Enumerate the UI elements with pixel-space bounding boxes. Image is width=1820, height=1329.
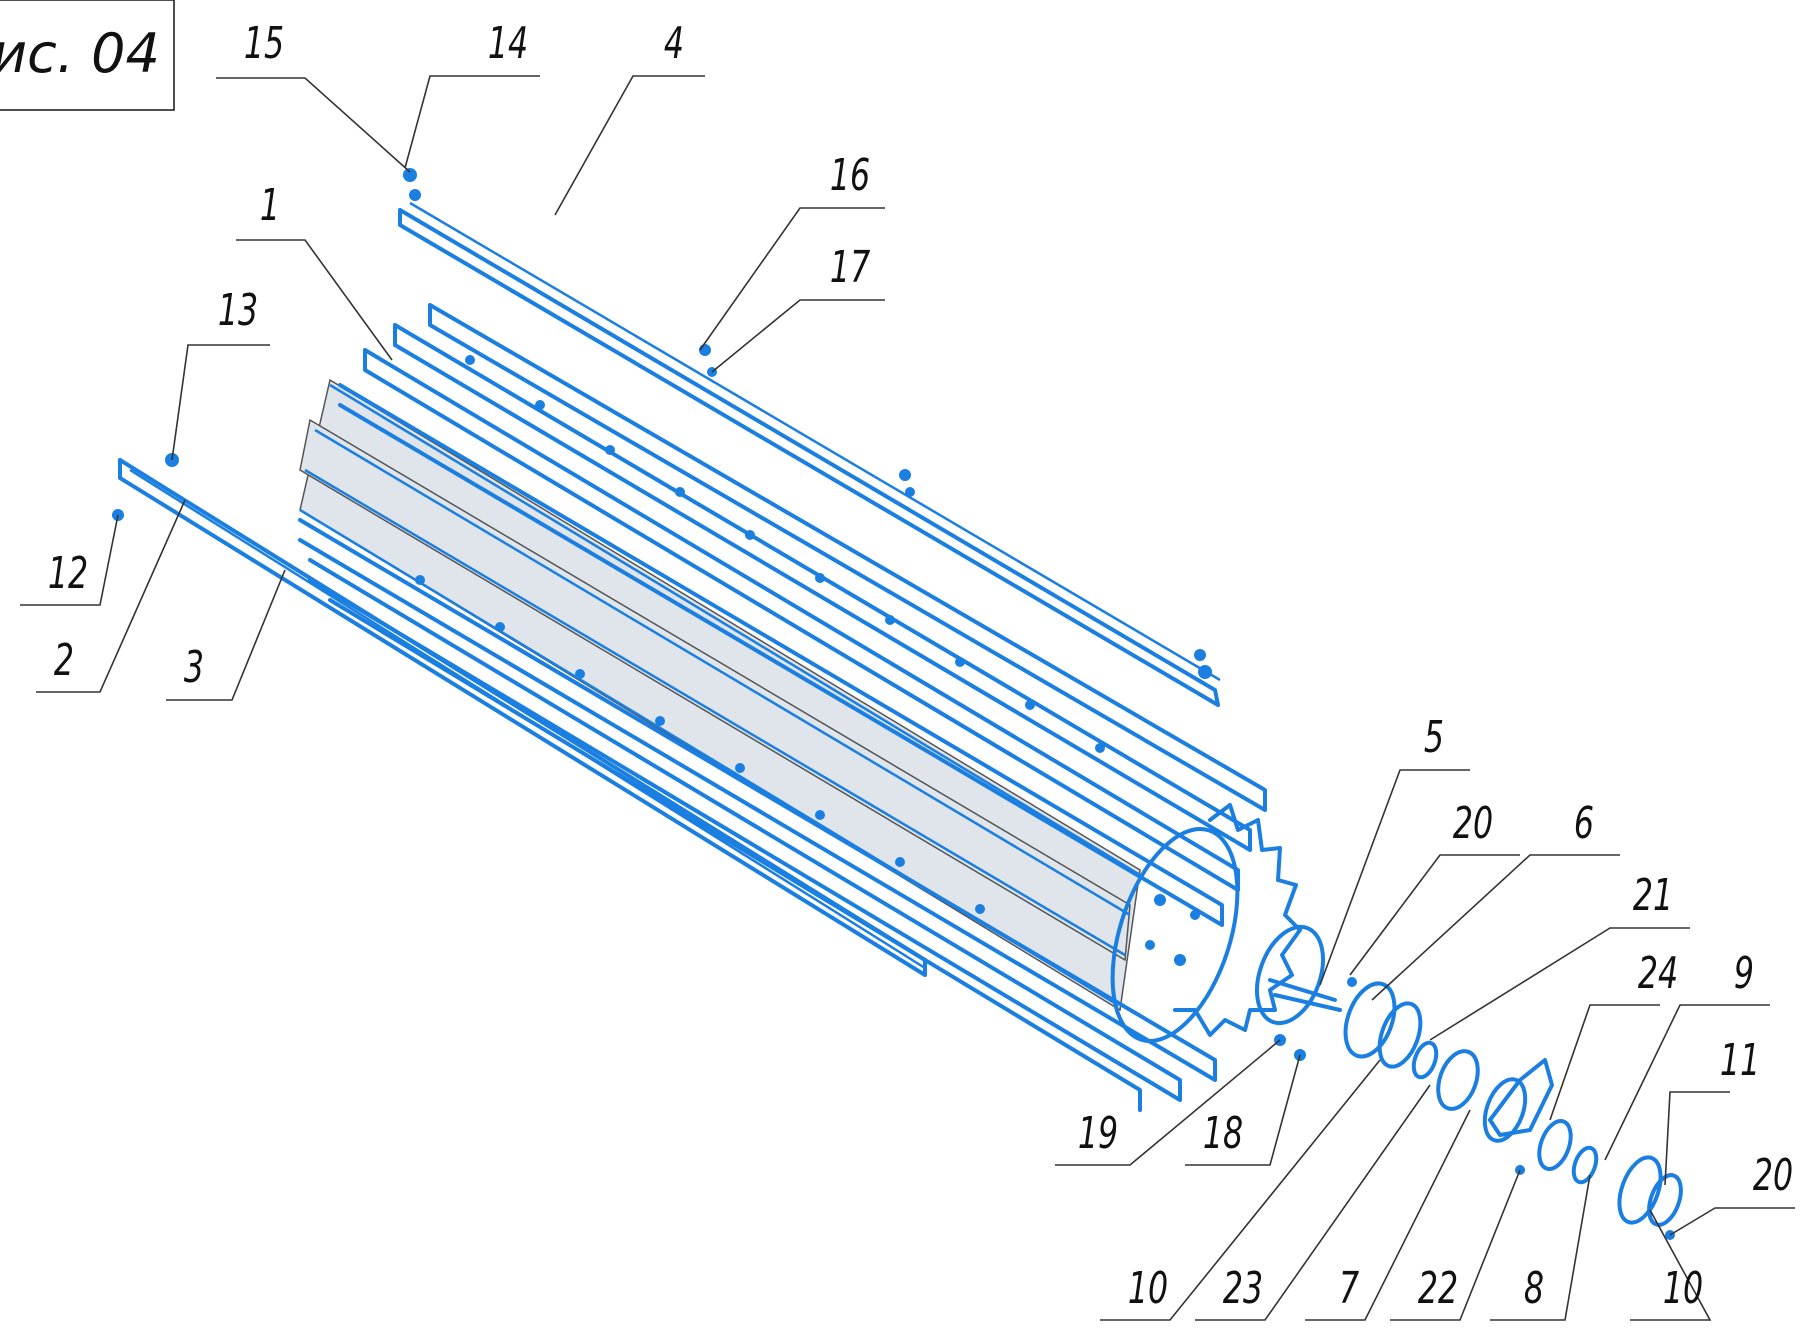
callout-4: 4 [664, 18, 684, 70]
callout-17: 17 [830, 242, 871, 294]
bottom-bar [118, 458, 927, 977]
figure-title: ис. 04 [0, 22, 160, 85]
callout-16: 16 [830, 150, 870, 202]
callout-labels: 15 14 4 16 17 1 13 12 2 3 5 20 6 21 24 9… [48, 18, 1793, 1315]
callout-15: 15 [244, 18, 284, 70]
callout-10-bottom-right: 10 [1663, 1263, 1703, 1315]
callout-21: 21 [1633, 870, 1673, 922]
callout-13: 13 [218, 285, 258, 337]
leader-lines [20, 75, 1795, 1321]
callout-18: 18 [1203, 1108, 1243, 1160]
callout-5: 5 [1424, 712, 1444, 764]
callout-8: 8 [1524, 1263, 1544, 1315]
callout-22: 22 [1418, 1263, 1458, 1315]
callout-3: 3 [184, 642, 204, 694]
slat-teeth [415, 355, 1105, 914]
callout-1: 1 [260, 180, 280, 232]
callout-20-right: 20 [1753, 1150, 1793, 1202]
callout-10-bottom-left: 10 [1128, 1263, 1168, 1315]
callout-6: 6 [1574, 798, 1594, 850]
callout-9: 9 [1734, 948, 1754, 1000]
shaft-bearing-stack [1255, 924, 1683, 1240]
callout-11: 11 [1720, 1035, 1760, 1087]
callout-7: 7 [1339, 1263, 1360, 1315]
top-bar [398, 208, 1220, 707]
callout-2: 2 [54, 635, 74, 687]
figure-title-box: ис. 04 [0, 0, 175, 111]
callout-20-top: 20 [1453, 798, 1493, 850]
callout-19: 19 [1078, 1108, 1118, 1160]
callout-23: 23 [1223, 1263, 1263, 1315]
callout-12: 12 [48, 548, 88, 600]
callout-14: 14 [488, 18, 528, 70]
callout-24: 24 [1638, 948, 1678, 1000]
drum-assembly [112, 168, 1302, 1112]
drum-end-disc [1110, 803, 1302, 1043]
